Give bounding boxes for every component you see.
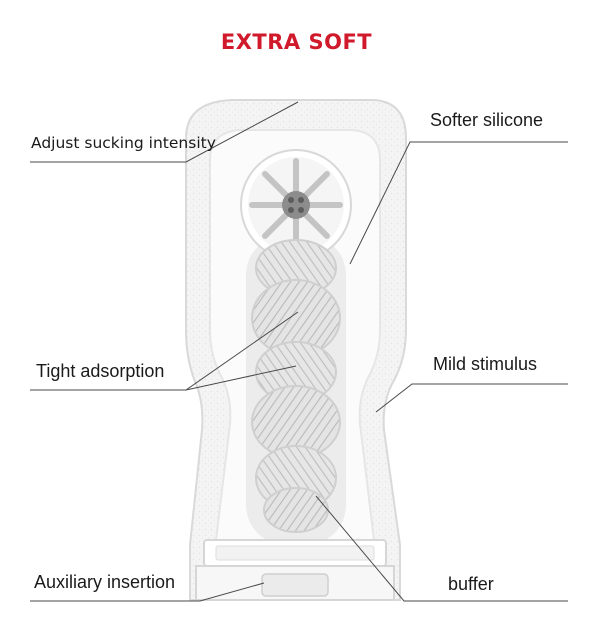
suction-valve — [240, 149, 352, 261]
label-auxiliary-insertion: Auxiliary insertion — [34, 572, 176, 592]
leader-tight-adsorption-2 — [185, 365, 297, 391]
leader-adjust-sucking — [30, 101, 299, 163]
spiral-beads — [251, 239, 341, 533]
label-mild-stimulus: Mild stimulus — [433, 354, 538, 374]
leader-buffer — [315, 495, 568, 602]
label-adjust-sucking-intensity: Adjust sucking intensity — [31, 134, 216, 152]
leader-lines — [30, 101, 568, 602]
label-tight-adsorption: Tight adsorption — [36, 361, 165, 381]
diagram-title: EXTRA SOFT — [220, 30, 373, 54]
leader-mild-stimulus — [375, 383, 568, 413]
label-buffer: buffer — [448, 574, 494, 594]
leader-auxiliary-insertion — [30, 582, 265, 602]
leader-softer-silicone — [349, 141, 568, 265]
cup-base — [195, 539, 395, 601]
label-softer-silicone: Softer silicone — [430, 110, 544, 130]
